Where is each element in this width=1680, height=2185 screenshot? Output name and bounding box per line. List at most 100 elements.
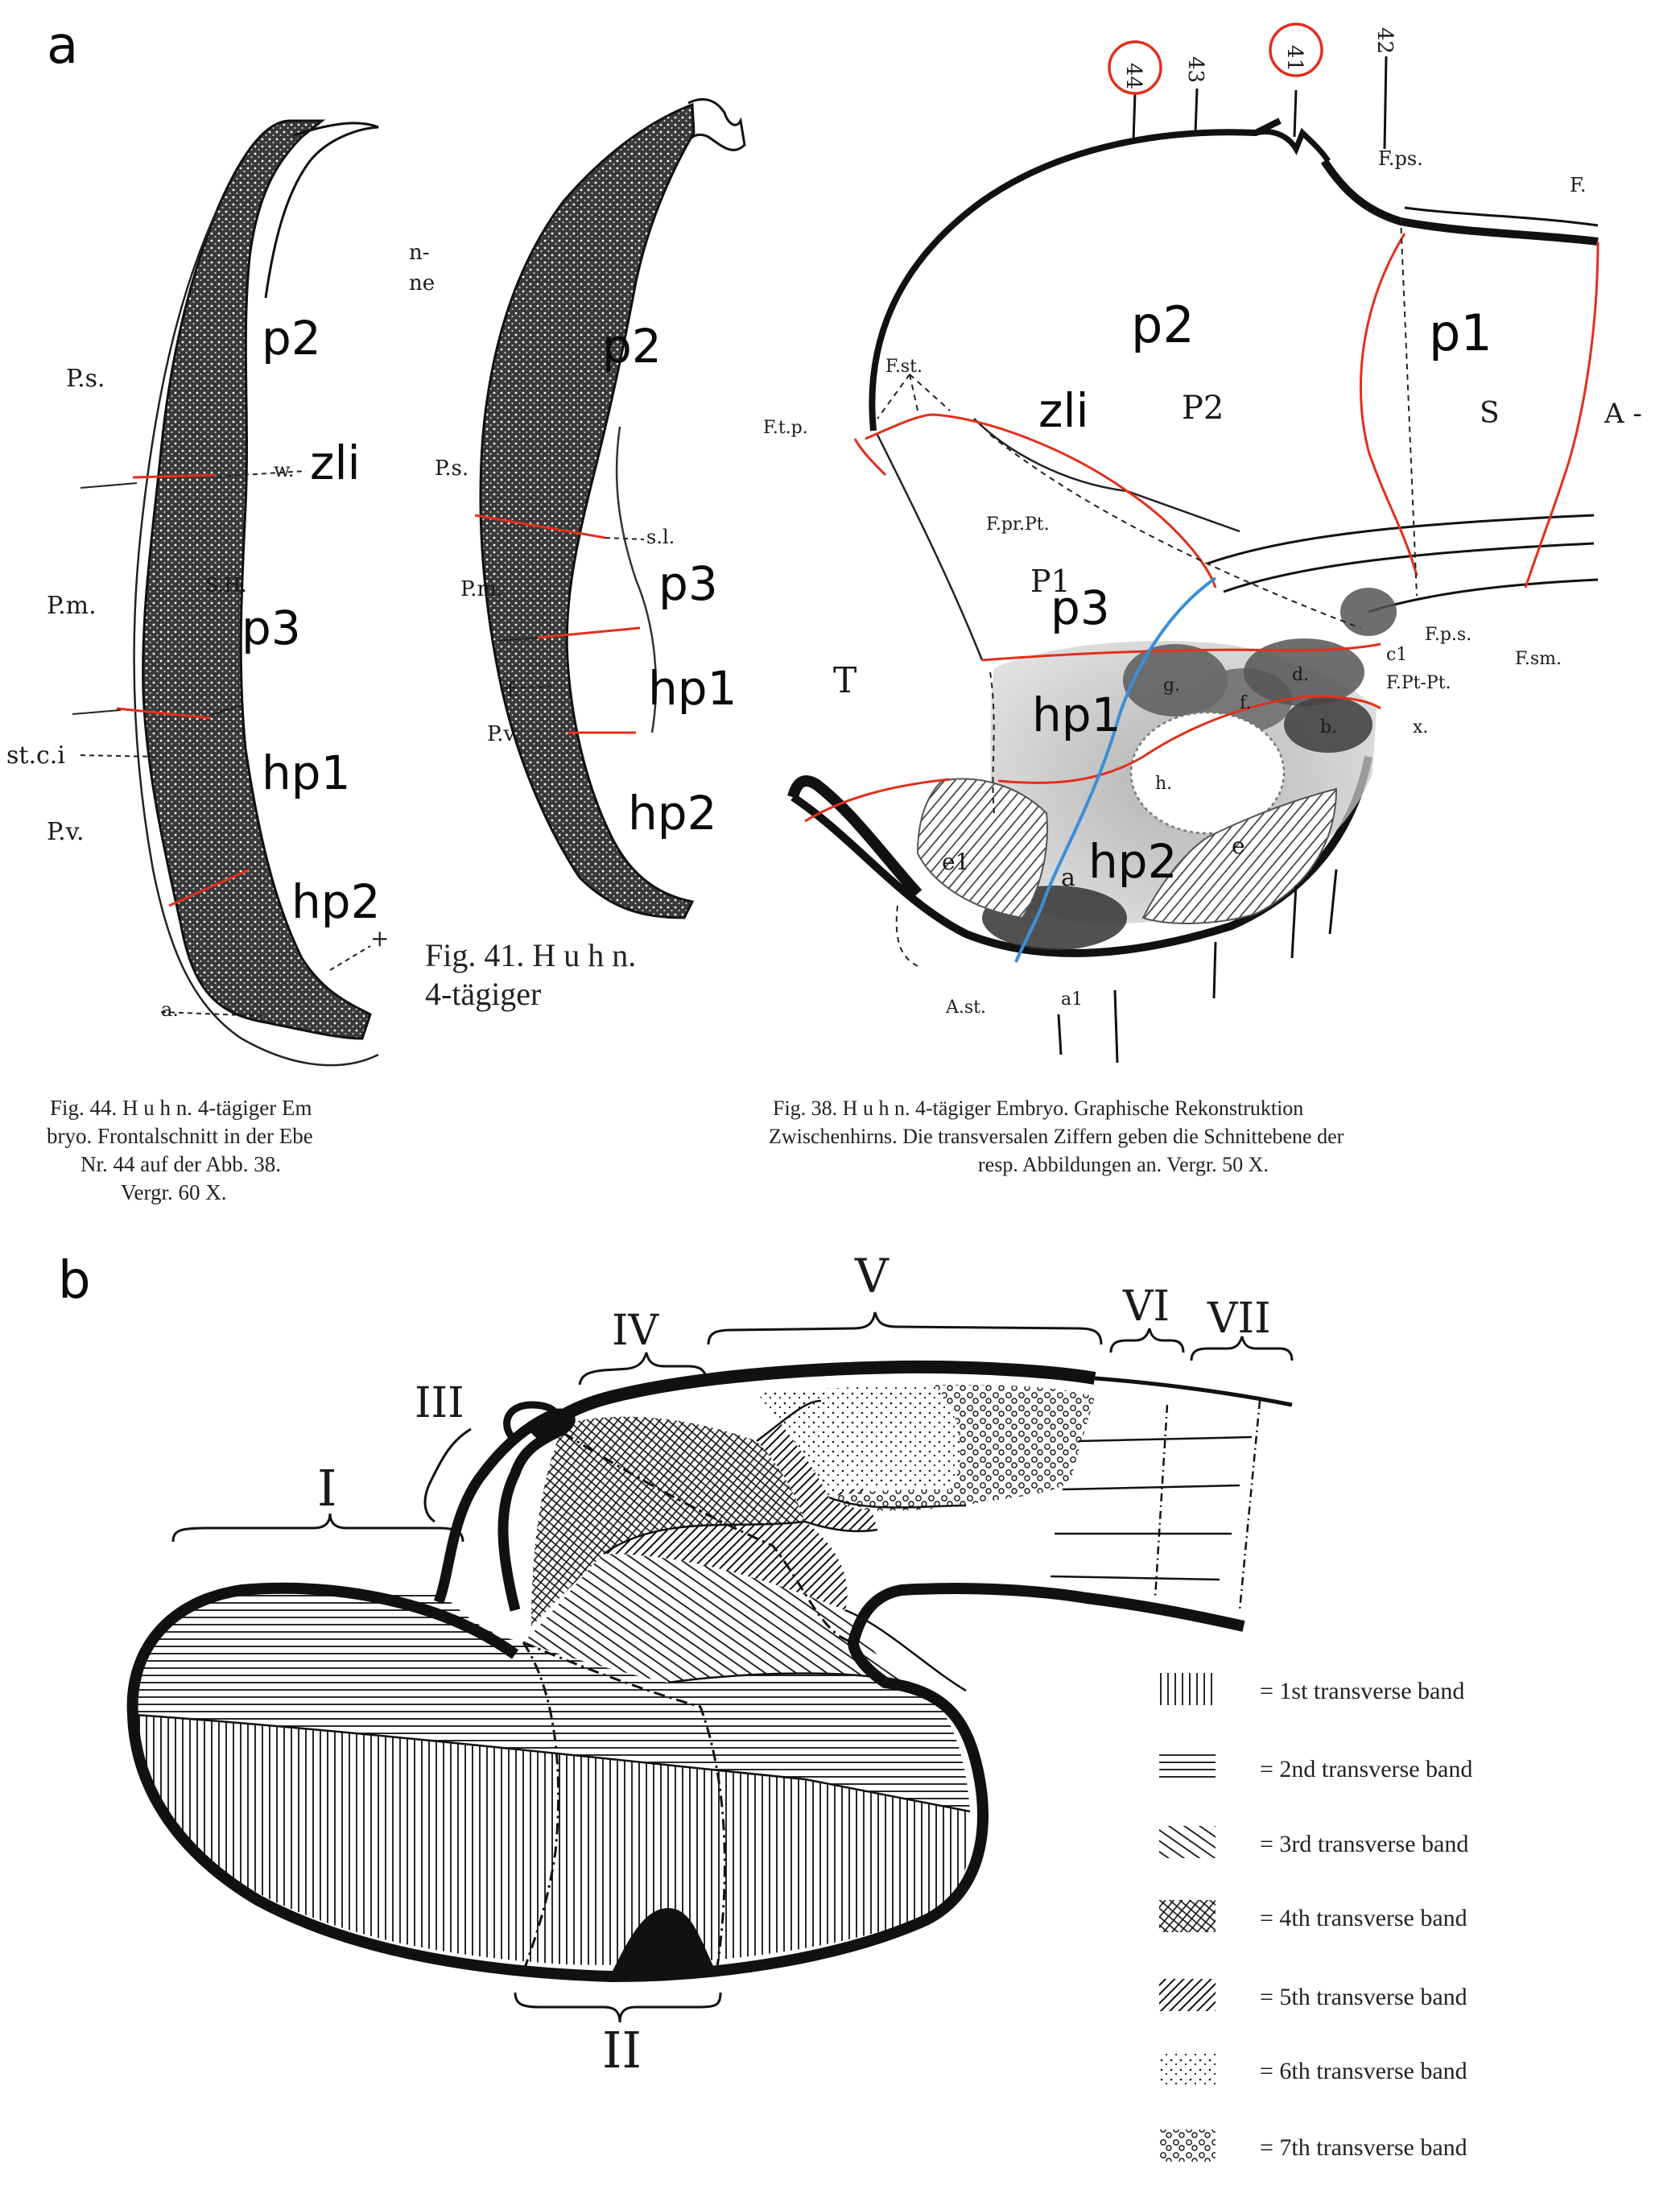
fig41-label-f: f. bbox=[507, 679, 520, 701]
fig44-region-p2: p2 bbox=[262, 311, 321, 366]
fig38-label-e1: e1 bbox=[942, 849, 969, 875]
fig44-red-boundaries bbox=[116, 473, 250, 907]
fig38-annotations: F.ps. F. F.st. F.t.p. P2 S A - F.pr.Pt. … bbox=[763, 147, 1642, 1018]
legend-item-4: = 4th transverse band bbox=[1159, 1900, 1467, 1932]
fig44-caption-line3: Nr. 44 auf der Abb. 38. bbox=[80, 1152, 281, 1176]
fig41-region-p2: p2 bbox=[602, 319, 662, 374]
fig38-left-floor-wall bbox=[787, 775, 923, 898]
fig38-reconstruction: 44 43 41 42 p2 p1 zli p3 hp1 hp2 F.ps. F… bbox=[763, 23, 1642, 1176]
band-numeral-i: I bbox=[317, 1459, 337, 1518]
diagram-band3-curl bbox=[503, 1401, 563, 1444]
brace-v bbox=[707, 1311, 1103, 1345]
tube-grid bbox=[1050, 1400, 1261, 1611]
fig38-floor-wall bbox=[790, 756, 1372, 957]
fig44-neural-wall bbox=[142, 119, 372, 1040]
legend-label-7: = 7th transverse band bbox=[1260, 2134, 1467, 2161]
fig38-region-p2: p2 bbox=[1131, 295, 1195, 354]
fig38-label-t: T bbox=[833, 660, 857, 701]
fig44-label-a: a. bbox=[161, 998, 179, 1021]
fig38-caption-line3: resp. Abbildungen an. Vergr. 50 X. bbox=[978, 1153, 1269, 1176]
fig38-region-hp2: hp2 bbox=[1088, 834, 1177, 889]
fig38-caption-line2: Zwischenhirns. Die transversalen Ziffern… bbox=[769, 1125, 1344, 1148]
brace-vii bbox=[1190, 1336, 1294, 1361]
fig38-dashed-guides bbox=[877, 217, 1418, 967]
diagram-dash-dot-lines bbox=[522, 1431, 854, 1973]
diagram-upper-wall-right bbox=[1094, 1376, 1293, 1407]
fig38-region-hp1: hp1 bbox=[1032, 688, 1121, 742]
band-region-3 bbox=[523, 1554, 910, 1683]
diagram-band3-fold bbox=[433, 1408, 576, 1612]
fig44-label-stci: st.c.i bbox=[6, 741, 65, 770]
legend-swatch-3 bbox=[1159, 1826, 1216, 1858]
fig38-section-43: 43 bbox=[1183, 56, 1207, 83]
fig41-region-hp2: hp2 bbox=[628, 786, 716, 841]
fig38-red-boundaries bbox=[804, 233, 1600, 823]
fig38-label-c1: c1 bbox=[1386, 645, 1407, 665]
fig38-region-p3: p3 bbox=[1051, 580, 1110, 635]
legend-item-3: = 3rd transverse band bbox=[1159, 1826, 1468, 1858]
fig38-hatched-e1 bbox=[916, 778, 1048, 919]
fig38-label-g: g. bbox=[1163, 675, 1180, 696]
band-numeral-ii: II bbox=[602, 2021, 642, 2080]
fig38-label-fprpt: F.pr.Pt. bbox=[986, 514, 1050, 535]
fig38-label-fst: F.st. bbox=[885, 357, 923, 377]
fig38-label-a: A - bbox=[1604, 398, 1642, 430]
fig38-label-d: d. bbox=[1292, 665, 1309, 685]
fig38-section-42: 42 bbox=[1372, 27, 1397, 54]
fig38-label-fps2: F.p.s. bbox=[1425, 625, 1472, 645]
fig38-label-ftp: F.t.p. bbox=[763, 418, 808, 438]
fig44-leader-lines bbox=[72, 470, 371, 1017]
brace-vi bbox=[1109, 1328, 1185, 1353]
fig38-caption: Fig. 38. H u h n. 4-tägiger Embryo. Grap… bbox=[769, 1097, 1344, 1176]
fig41-caption-line1: Fig. 41. H u h n. bbox=[425, 937, 636, 973]
band-numeral-v: V bbox=[854, 1249, 890, 1303]
fig38-label-f-small: f. bbox=[1240, 693, 1251, 713]
legend-swatch-7 bbox=[1159, 2129, 1216, 2162]
fig44-region-p3: p3 bbox=[241, 601, 301, 655]
legend-label-6: = 6th transverse band bbox=[1260, 2058, 1467, 2084]
fig38-label-f: F. bbox=[1570, 174, 1587, 196]
fig38-label-fps: F.ps. bbox=[1378, 147, 1423, 170]
fig41-label-ps: P.s. bbox=[435, 456, 469, 481]
legend-swatch-5 bbox=[1159, 1979, 1216, 2011]
fig44-caption: Fig. 44. H u h n. 4-tägiger Em bryo. Fro… bbox=[47, 1096, 313, 1204]
fig44-caption-line2: bryo. Frontalschnitt in der Ebe bbox=[47, 1124, 313, 1148]
fig44-region-hp2: hp2 bbox=[291, 874, 380, 929]
panel-b-letter: b bbox=[58, 1251, 91, 1311]
legend-item-7: = 7th transverse band bbox=[1159, 2129, 1467, 2162]
fig38-label-x: x. bbox=[1413, 717, 1428, 737]
legend-swatch-4 bbox=[1159, 1900, 1216, 1932]
legend-swatch-1 bbox=[1159, 1673, 1216, 1705]
brace-ii bbox=[514, 1992, 722, 2023]
band-numeral-vii: VII bbox=[1207, 1295, 1271, 1343]
fig38-label-p1-italic: P1 bbox=[1030, 564, 1071, 599]
fig38-label-fptpt: F.Pt-Pt. bbox=[1386, 673, 1451, 693]
legend-label-2: = 2nd transverse band bbox=[1260, 1756, 1472, 1782]
brace-i bbox=[171, 1513, 464, 1543]
fig41-region-p3: p3 bbox=[658, 556, 718, 611]
band-legend: = 1st transverse band = 2nd transverse b… bbox=[1159, 1673, 1472, 2162]
band-numeral-vi: VI bbox=[1122, 1282, 1170, 1331]
fig44-region-hp1: hp1 bbox=[262, 746, 350, 800]
diagram-outer-wall bbox=[126, 1582, 1245, 1983]
fig41-fragment-2: ne bbox=[409, 271, 435, 295]
legend-label-5: = 5th transverse band bbox=[1260, 1984, 1467, 2010]
fig41-leader-lines bbox=[498, 537, 645, 689]
fig44-label-w: w. bbox=[274, 459, 294, 481]
fig44-caption-line4: Vergr. 60 X. bbox=[121, 1180, 227, 1204]
brace-iv bbox=[578, 1352, 708, 1386]
brace-iii bbox=[423, 1427, 472, 1523]
fig41-caption: Fig. 41. H u h n. 4-tägiger bbox=[425, 937, 636, 1012]
fig38-label-fsm: F.sm. bbox=[1515, 649, 1562, 669]
fig44-region-zli: zli bbox=[310, 436, 361, 490]
fig38-roof-wall bbox=[869, 118, 1282, 432]
fig44-ventricle-outline bbox=[264, 122, 379, 299]
legend-item-6: = 6th transverse band bbox=[1159, 2053, 1467, 2085]
legend-label-4: = 4th transverse band bbox=[1260, 1905, 1467, 1931]
fig38-blue-boundary bbox=[1014, 576, 1217, 963]
fig41-tip bbox=[687, 97, 746, 151]
fig38-ventral-outline bbox=[876, 418, 1240, 661]
fig38-hatched-e bbox=[1141, 787, 1338, 924]
fig38-caption-line1: Fig. 38. H u h n. 4-tägiger Embryo. Grap… bbox=[773, 1097, 1303, 1120]
band-region-7 bbox=[829, 1385, 1095, 1511]
